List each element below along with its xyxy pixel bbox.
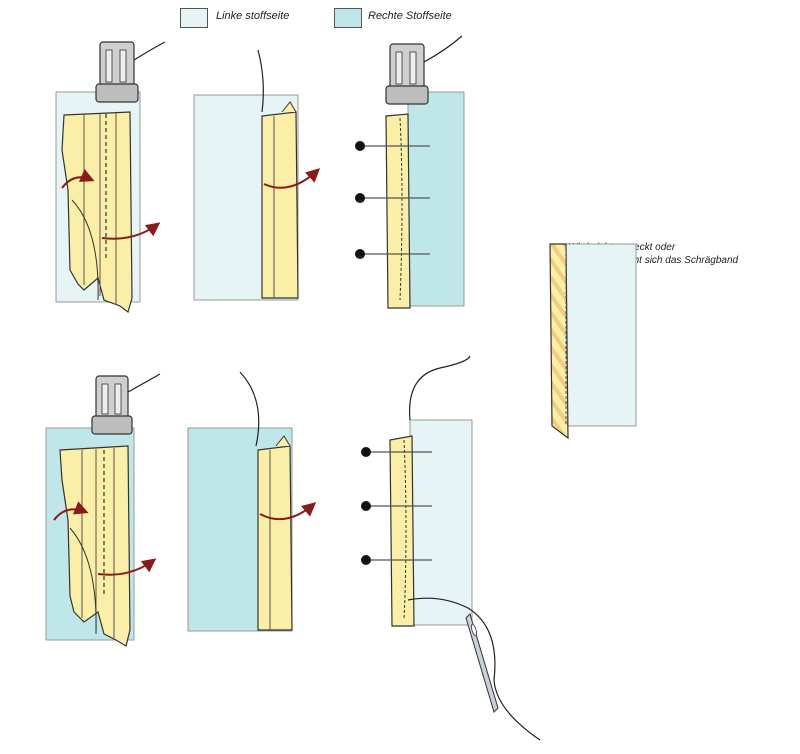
pin-icon: [355, 141, 430, 151]
note-line-2: geheftet,verzieht sich das Schrägband: [568, 255, 739, 266]
row1-step2-fold-tape: [193, 49, 321, 301]
pin-icon: [355, 249, 430, 259]
pin-icon: [361, 501, 432, 511]
row1-step1-machine-sewing: [55, 41, 166, 314]
legend-label-left-side: Linke stoffseite: [216, 10, 290, 22]
pin-icon: [355, 193, 430, 203]
presser-foot-icon: [95, 41, 166, 103]
legend-label-right-side: Rechte Stoffseite: [368, 10, 452, 22]
pin-icon: [361, 555, 432, 565]
distorted-bias-tape-illustration: [549, 243, 637, 440]
pin-icon: [361, 447, 432, 457]
row1-step3-pinned: [355, 35, 465, 309]
legend-swatch-right-side: [334, 8, 362, 28]
legend-swatch-left-side: [180, 8, 208, 28]
needle-icon: [465, 613, 499, 713]
row2-step2-fold-tape: [187, 371, 317, 632]
presser-foot-icon: [385, 35, 463, 105]
row2-step3-hand-sewing: [361, 355, 541, 741]
presser-foot-icon: [91, 373, 161, 435]
row2-step1-machine-sewing: [45, 373, 161, 647]
